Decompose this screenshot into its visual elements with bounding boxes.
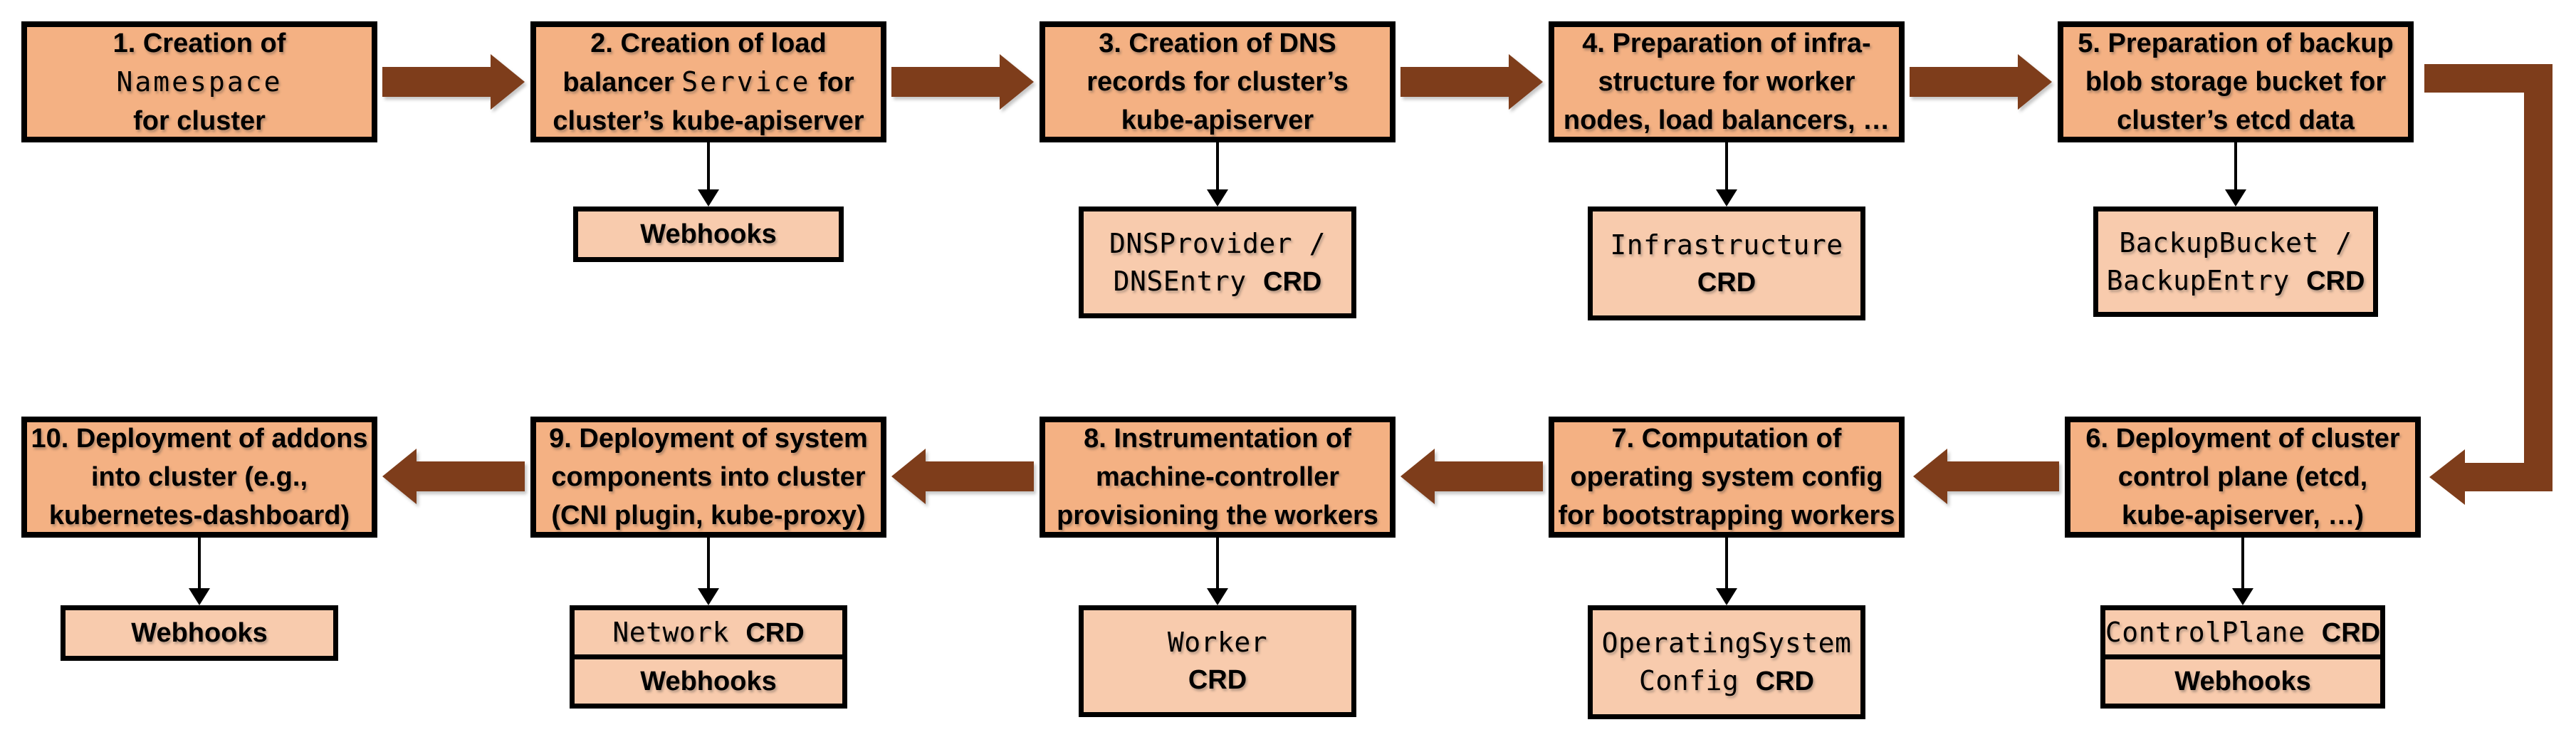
connector-step7-crd (1725, 538, 1728, 588)
artifact-label: DNSProvider /DNSEntry CRD (1109, 227, 1326, 297)
connector-step2-webhooks (707, 142, 710, 191)
arrow-right-icon-step4-to-step5 (1910, 54, 2052, 110)
artifact-label: Webhooks (640, 219, 777, 249)
artifact-step6-stack: ControlPlane CRD Webhooks (2100, 605, 2385, 709)
artifact-label: Webhooks (131, 618, 268, 648)
connector-arrowhead-icon (1207, 189, 1228, 207)
connector-arrowhead-icon (1716, 588, 1737, 605)
connector-arrowhead-icon (2225, 189, 2246, 207)
step-4-label: 4. Preparation of infra-structure for wo… (1563, 28, 1890, 135)
connector-step4-crd (1725, 142, 1728, 191)
connector-arrowhead-icon (698, 588, 719, 605)
artifact-step6-controlplane-crd: ControlPlane CRD (2100, 605, 2385, 659)
connector-step6-crd (2241, 538, 2244, 588)
connector-arrowhead-icon (698, 189, 719, 207)
artifact-label: Network CRD (612, 616, 805, 648)
connector-step3-crd (1216, 142, 1219, 191)
arrow-left-icon-step6-to-step7 (1913, 449, 2059, 504)
artifact-step9-stack: Network CRD Webhooks (570, 605, 847, 709)
artifact-step9-webhooks: Webhooks (570, 654, 847, 709)
arrow-left-icon-step9-to-step10 (382, 449, 525, 504)
connector-step5-crd (2234, 142, 2237, 191)
arrow-right-icon-step2-to-step3 (891, 54, 1034, 110)
artifact-label: Webhooks (2174, 667, 2311, 696)
connector-arrowhead-icon (189, 588, 210, 605)
artifact-label: BackupBucket /BackupEntry CRD (2106, 226, 2365, 296)
artifact-label: Webhooks (640, 667, 777, 696)
arrow-right-icon-step1-to-step2 (382, 54, 525, 110)
artifact-step10-webhooks: Webhooks (61, 605, 338, 661)
connector-step10-webhooks (198, 538, 201, 588)
artifact-step9-network-crd: Network CRD (570, 605, 847, 659)
connector-step9-crd (707, 538, 710, 588)
connector-arrowhead-icon (1207, 588, 1228, 605)
connector-step8-crd (1216, 538, 1219, 588)
artifact-step3-dns-crd: DNSProvider /DNSEntry CRD (1079, 207, 1356, 318)
artifact-step5-backup-crd: BackupBucket /BackupEntry CRD (2093, 207, 2378, 317)
arrow-right-icon-step3-to-step4 (1400, 54, 1543, 110)
arrow-left-icon-step7-to-step8 (1400, 449, 1543, 504)
step-4-box: 4. Preparation of infra-structure for wo… (1549, 21, 1905, 142)
arrow-left-icon-step8-to-step9 (891, 449, 1034, 504)
connector-arrowhead-icon (1716, 189, 1737, 207)
connector-arrowhead-icon (2232, 588, 2253, 605)
artifact-step2-webhooks: Webhooks (573, 207, 844, 262)
artifact-step6-webhooks: Webhooks (2100, 654, 2385, 709)
artifact-label: ControlPlane CRD (2105, 616, 2381, 648)
